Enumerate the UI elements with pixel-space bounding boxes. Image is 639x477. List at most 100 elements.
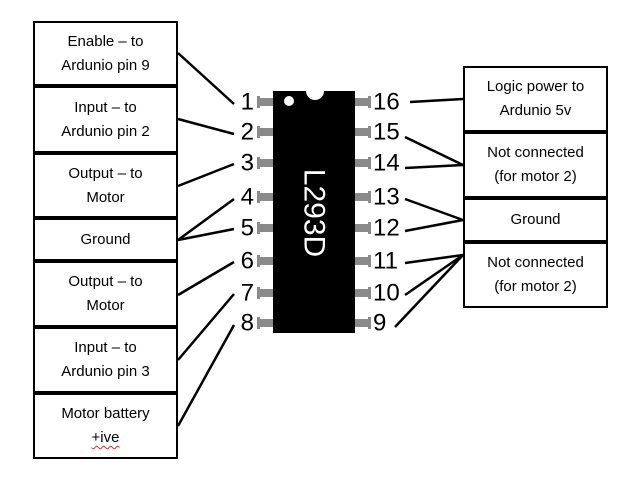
left-box-7-line-2: +ive [91, 429, 120, 446]
line-enable-pin1 [177, 52, 235, 105]
pin-number-2: 2 [241, 119, 254, 146]
right-box-1-line-2: Ardunio 5v [499, 102, 572, 119]
line-nc-pin10 [404, 253, 464, 297]
right-pin-tab-13 [368, 191, 371, 203]
chip-body [273, 91, 355, 333]
right-box-1-line-1: Logic power to [486, 78, 585, 95]
left-box-4-line-1: Ground [80, 230, 131, 248]
pin-number-8: 8 [241, 310, 254, 337]
left-box-1-line-1: Enable – to [67, 32, 144, 50]
left-box-2-line-2: Ardunio pin 2 [61, 122, 150, 140]
left-label-box-5: Output – to Motor [33, 261, 178, 327]
line-output-pin6 [177, 260, 235, 297]
line-nc-pin15 [404, 135, 464, 167]
left-pin-4 [257, 193, 273, 201]
left-pin-tab-2 [257, 126, 260, 138]
right-pin-tab-16 [368, 96, 371, 108]
left-label-box-4: Ground [33, 218, 178, 261]
right-label-box-1: Logic power to Ardunio 5v [463, 66, 608, 132]
pin-number-9: 9 [373, 310, 386, 337]
line-output-pin3 [177, 162, 235, 188]
right-pin-9 [355, 319, 371, 327]
right-label-box-3: Ground [463, 198, 608, 242]
pin-number-13: 13 [373, 184, 400, 211]
right-box-4-line-2: (for motor 2) [494, 278, 577, 295]
right-label-box-2: Not connected (for motor 2) [463, 132, 608, 198]
pin-number-1: 1 [241, 89, 254, 116]
pin-number-5: 5 [241, 215, 254, 242]
pin-number-14: 14 [373, 150, 400, 177]
line-nc-pin14 [404, 163, 464, 170]
right-pin-11 [355, 257, 371, 265]
left-label-box-1: Enable – to Ardunio pin 9 [33, 21, 178, 86]
right-pin-15 [355, 128, 371, 136]
left-box-6-line-1: Input – to [74, 339, 137, 356]
pin-number-11: 11 [373, 248, 398, 275]
left-pin-tab-4 [257, 191, 260, 203]
left-pin-2 [257, 128, 273, 136]
line-ground-pin5 [177, 227, 235, 242]
right-pin-tab-15 [368, 126, 371, 138]
right-pin-10 [355, 289, 371, 297]
l293d-chip: L293D [273, 91, 355, 333]
right-box-2-line-1: Not connected [487, 144, 584, 161]
line-logic-pin16 [409, 97, 464, 104]
right-box-3-line-1: Ground [510, 211, 561, 228]
left-pin-tab-3 [257, 157, 260, 169]
pin-number-10: 10 [373, 280, 400, 307]
left-pin-tab-8 [257, 317, 260, 329]
left-box-2-line-1: Input – to [74, 98, 137, 116]
right-pin-tab-12 [368, 222, 371, 234]
right-pin-tab-10 [368, 287, 371, 299]
left-box-7-line-1: Motor battery [61, 405, 150, 422]
left-label-box-3: Output – to Motor [33, 153, 178, 218]
left-pin-tab-5 [257, 222, 260, 234]
chip-label: L293D [298, 169, 331, 257]
line-battery-pin8 [176, 324, 236, 427]
left-pin-3 [257, 159, 273, 167]
pin-number-6: 6 [241, 248, 254, 275]
line-nc-pin9 [394, 254, 464, 328]
left-pin-tab-6 [257, 255, 260, 267]
right-pin-tab-14 [368, 157, 371, 169]
left-pin-7 [257, 289, 273, 297]
left-box-3-line-2: Motor [86, 188, 125, 206]
left-label-box-2: Input – to Ardunio pin 2 [33, 86, 178, 153]
right-pin-tab-11 [368, 255, 371, 267]
right-pin-tab-9 [368, 317, 371, 329]
pin-number-16: 16 [373, 89, 400, 116]
right-pin-12 [355, 224, 371, 232]
left-pin-1 [257, 98, 273, 106]
line-ground-pin13 [404, 197, 464, 222]
left-box-3-line-1: Output – to [68, 164, 143, 182]
left-pin-6 [257, 257, 273, 265]
right-pin-16 [355, 98, 371, 106]
chip-pin1-dot [284, 96, 294, 106]
line-ground-pin12 [404, 218, 464, 233]
left-box-5-line-1: Output – to [68, 273, 143, 290]
line-nc-pin11 [404, 253, 464, 265]
right-box-4-line-1: Not connected [487, 254, 584, 271]
left-pin-tab-7 [257, 287, 260, 299]
line-input-pin2 [177, 117, 235, 136]
chip-notch [306, 91, 324, 100]
left-pin-5 [257, 224, 273, 232]
right-pin-14 [355, 159, 371, 167]
right-label-box-4: Not connected (for motor 2) [463, 242, 608, 308]
left-box-6-line-2: Ardunio pin 3 [61, 363, 150, 380]
left-label-box-6: Input – to Ardunio pin 3 [33, 327, 178, 393]
left-box-1-line-2: Ardunio pin 9 [61, 56, 150, 74]
line-input-pin7 [177, 293, 235, 361]
pin-number-7: 7 [241, 280, 254, 307]
left-box-5-line-2: Motor [86, 297, 125, 314]
right-box-2-line-2: (for motor 2) [494, 168, 577, 185]
pin-number-4: 4 [241, 184, 254, 211]
connector-lines [176, 52, 464, 427]
left-label-box-7: Motor battery +ive [33, 393, 178, 459]
left-pin-tab-1 [257, 96, 260, 108]
pin-number-12: 12 [373, 215, 400, 242]
right-pin-13 [355, 193, 371, 201]
